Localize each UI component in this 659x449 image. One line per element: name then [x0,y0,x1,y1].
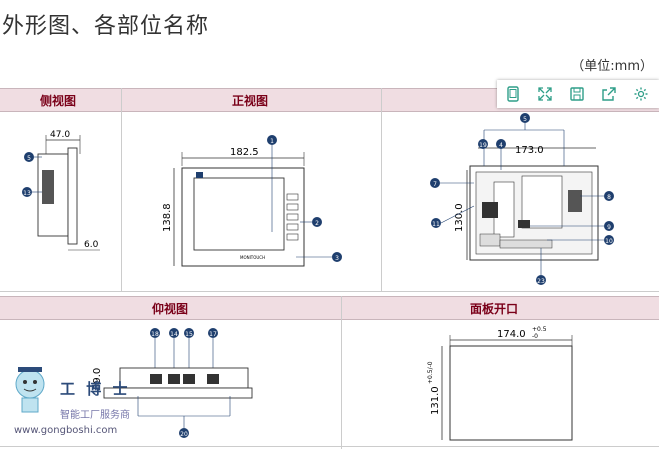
marker-1: 1 [270,138,274,145]
side-width-label: 47.0 [50,130,70,140]
save-icon[interactable] [561,80,593,108]
front-brand: MONITOUCH [240,255,265,260]
cutout-height-label: 131.0 [430,386,441,415]
marker-19: 19 [479,142,487,149]
cutout-height-tol: +0.5/-0 [427,361,434,384]
marker-13: 13 [23,190,31,197]
watermark-url: www.gongboshi.com [14,425,118,436]
divider [0,291,659,292]
marker-2: 2 [315,220,319,227]
bottom-view-drawing: 18 14 15 17 39.0 20 [92,328,253,438]
marker-3: 3 [335,255,339,262]
marker-5-side: 5 [27,155,31,162]
mascot-logo-icon [15,367,45,413]
expand-icon[interactable] [529,80,561,108]
settings-icon[interactable] [625,80,657,108]
marker-18: 18 [151,331,159,338]
page-title: 外形图、各部位名称 [2,14,210,39]
back-height-label: 130.0 [454,203,465,232]
marker-5-back: 5 [523,116,527,123]
marker-11: 11 [432,221,440,228]
tablet-icon[interactable] [497,80,529,108]
marker-14: 14 [170,331,178,338]
marker-17: 17 [209,331,217,338]
section-front-title: 正视图 [232,94,269,108]
section-side-title: 侧视图 [40,94,77,108]
watermark-tagline: 智能工厂服务商 [60,410,130,421]
section-header-row-2: 仰视图 面板开口 [0,296,659,320]
divider [121,88,122,292]
cutout-drawing: 174.0 +0.5 -0 131.0 +0.5/-0 [427,326,573,441]
marker-23: 23 [537,278,545,285]
divider [381,88,382,292]
section-bottom-title: 仰视图 [152,302,189,316]
divider [341,296,342,449]
marker-15: 15 [185,331,193,338]
front-height-label: 138.8 [162,203,173,232]
marker-8: 8 [607,194,611,201]
cutout-width-label: 174.0 [497,329,526,340]
marker-10: 10 [605,238,613,245]
marker-9: 9 [607,224,611,231]
side-depth-label: 6.0 [84,240,99,250]
cutout-width-tol-plus: +0.5 [532,326,547,333]
unit-label: （单位:mm） [571,59,653,74]
side-view-drawing: 47.0 6.0 5 13 [22,130,100,251]
watermark-brand: 工 博 士 [60,380,131,398]
divider [0,446,659,447]
marker-4: 4 [499,142,503,149]
front-view-drawing: 182.5 138.8 MONITOUCH 1 2 3 [162,135,342,267]
front-width-label: 182.5 [230,147,259,158]
section-cutout-title: 面板开口 [470,302,519,316]
toolbar [497,80,659,108]
bottom-height-label: 39.0 [92,368,103,390]
share-icon[interactable] [593,80,625,108]
back-view-drawing: 173.0 130.0 5 19 4 7 8 11 9 10 23 [430,113,614,285]
marker-20: 20 [180,431,188,438]
marker-7: 7 [433,181,437,188]
back-width-label: 173.0 [515,145,544,156]
cutout-width-tol-minus: -0 [532,333,538,340]
